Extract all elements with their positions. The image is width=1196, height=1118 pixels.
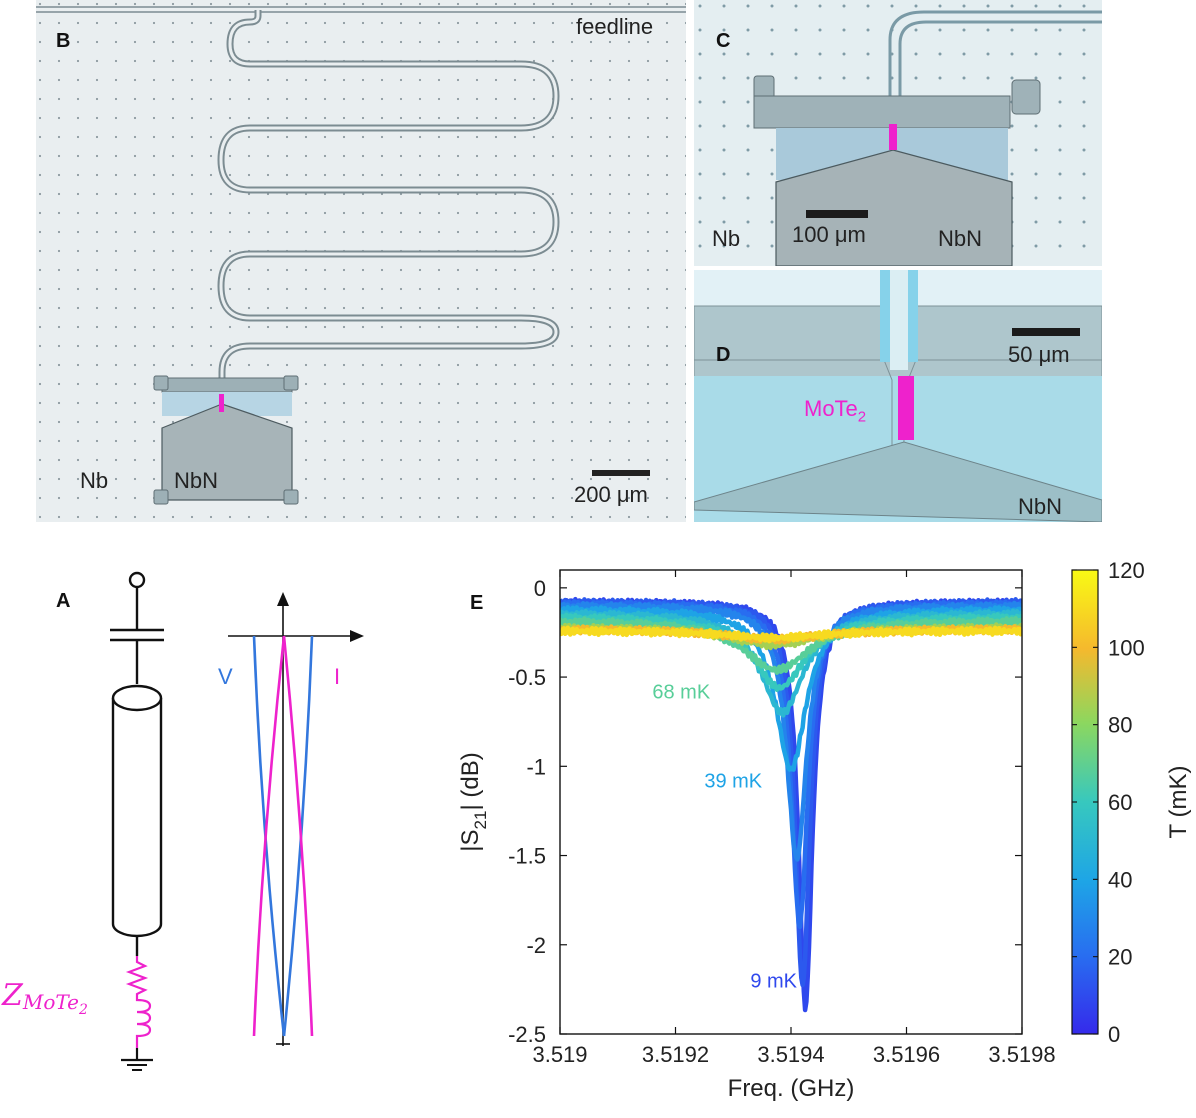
mote2-flake-c <box>889 124 897 150</box>
colorbar-label: T (mK) <box>1165 766 1192 839</box>
i-label: I <box>334 664 341 689</box>
nb-label-b: Nb <box>80 468 109 493</box>
panel-a-label: A <box>56 590 71 612</box>
mote2-flake <box>219 394 224 412</box>
y-tick-label: 0 <box>534 576 546 601</box>
annotation-39mk: 39 mK <box>704 771 762 793</box>
x-tick-label: 3.5194 <box>757 1042 824 1067</box>
panel-a: A V I ZMoTe2 <box>0 560 380 1100</box>
scale-label-c: 100 μm <box>792 222 866 247</box>
y-tick-label: -1 <box>526 754 546 779</box>
x-tick-label: 3.5196 <box>873 1042 940 1067</box>
panel-c-label: C <box>716 30 731 52</box>
mote2-label-sub: 2 <box>857 408 867 426</box>
y-axis-label-sub: 21 <box>471 811 490 830</box>
colorbar-tick-label: 0 <box>1108 1022 1120 1047</box>
y-axis-label-main: |S <box>457 829 484 851</box>
voltage-curve-right <box>282 635 314 1037</box>
annotation-68mk: 68 mK <box>652 681 710 703</box>
y-tick-label: -0.5 <box>508 665 546 690</box>
y-tick-label: -2 <box>526 933 546 958</box>
series-line-20mk <box>560 598 1022 930</box>
panel-e: E 3.519 3.5192 3.5194 3.5196 3.5198 0 -0.5 -1 -1… <box>430 556 1196 1118</box>
nbn-label-c: NbN <box>938 226 983 251</box>
feedline-label: feedline <box>576 14 654 39</box>
voltage-curve-left <box>252 635 286 1037</box>
impedance-label-sub: MoTe <box>22 990 80 1015</box>
panel-b-micrograph <box>36 0 686 522</box>
panel-d-micrograph <box>694 270 1102 522</box>
y-tick-label: -1.5 <box>508 844 546 869</box>
colorbar-tick-label: 20 <box>1108 945 1132 970</box>
impedance-label-main: Z <box>2 978 23 1013</box>
series-line-110mk <box>560 625 1022 644</box>
x-tick-label: 3.5198 <box>988 1042 1055 1067</box>
mote2-label: MoTe2 <box>804 396 866 425</box>
panel-d-label: D <box>716 344 731 366</box>
y-axis-label: |S21| (dB) <box>457 752 490 851</box>
x-tick-label: 3.519 <box>532 1042 587 1067</box>
colorbar-tick-label: 40 <box>1108 867 1132 892</box>
s21-chart: 3.519 3.5192 3.5194 3.5196 3.5198 0 -0.5 -1 -1.5… <box>457 558 1192 1102</box>
series-group <box>560 596 1022 1013</box>
panel-a-schematic <box>110 571 364 1071</box>
panel-b: B feedline Nb NbN 200 μm <box>36 0 686 522</box>
impedance-label-sub2: 2 <box>79 1002 88 1019</box>
colorbar-tick-label: 80 <box>1108 713 1132 738</box>
scale-label-d: 50 μm <box>1008 342 1070 367</box>
scale-bar-b <box>592 470 650 476</box>
series-line-68mk <box>560 615 1022 675</box>
series-line-60mk <box>560 612 1022 693</box>
y-tick-label: -2.5 <box>508 1022 546 1047</box>
panel-b-label: B <box>56 30 71 52</box>
annotation-9mk: 9 mK <box>750 971 797 993</box>
scale-bar-d <box>1012 328 1080 336</box>
panel-c: C Nb 100 μm NbN <box>694 0 1102 266</box>
scale-bar-c <box>806 210 868 218</box>
x-tick-label: 3.5192 <box>642 1042 709 1067</box>
panel-d: D MoTe2 50 μm NbN <box>694 270 1102 522</box>
nbn-label-b: NbN <box>174 468 219 493</box>
v-label: V <box>218 664 233 689</box>
panel-c-micrograph <box>694 0 1102 266</box>
x-axis-label: Freq. (GHz) <box>728 1075 855 1102</box>
current-curve-left <box>252 635 286 1037</box>
colorbar-tick-label: 100 <box>1108 635 1145 660</box>
panel-e-label: E <box>470 592 484 614</box>
mote2-label-main: MoTe <box>804 396 858 421</box>
mote2-flake-d <box>898 376 914 440</box>
colorbar-tick-label: 60 <box>1108 790 1132 815</box>
impedance-label: ZMoTe2 <box>2 978 88 1018</box>
current-curve-right <box>282 635 314 1037</box>
y-axis-label-tail: | (dB) <box>457 752 484 810</box>
nb-label-c: Nb <box>712 226 741 251</box>
colorbar-tick-label: 120 <box>1108 558 1145 583</box>
nbn-label-d: NbN <box>1018 494 1063 519</box>
impedance-element <box>125 956 152 1048</box>
scale-label-b: 200 μm <box>574 482 648 507</box>
